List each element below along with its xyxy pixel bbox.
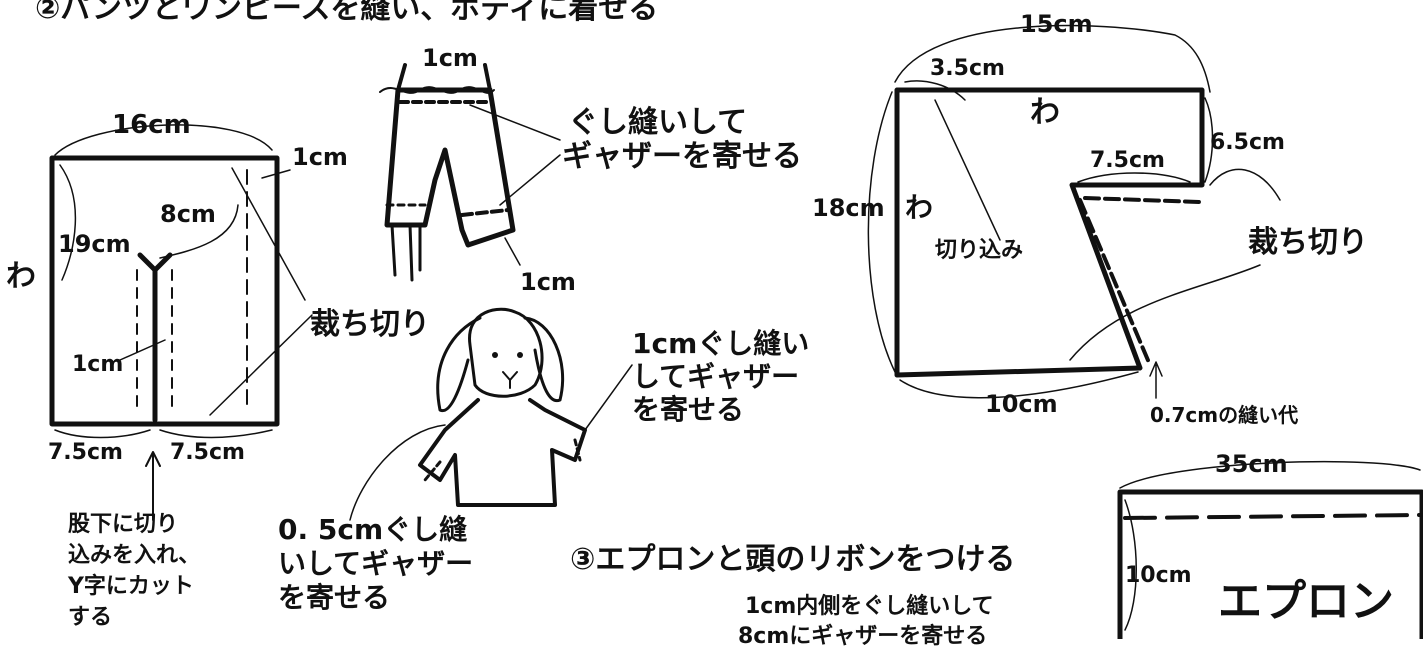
step2-title: ②パンツとワンピースを縫い、ボディに着せる	[35, 0, 659, 26]
dress-fold-side-label: わ	[905, 191, 934, 224]
sewn-pants-drawing	[379, 63, 561, 282]
dress-inner-label: 7.5cm	[1090, 148, 1165, 173]
pants-bottom-right-label: 7.5cm	[170, 440, 245, 465]
sleeve-note-line3: を寄せる	[632, 393, 745, 426]
pants-seam-label: 1cm	[292, 143, 348, 171]
apron-drawing	[1117, 461, 1423, 639]
y-cut-note-line4: する	[68, 605, 113, 630]
pants-waist-label: 1cm	[422, 44, 478, 72]
dress-height-label: 18cm	[812, 194, 885, 222]
y-cut-note-line1: 股下に切り	[68, 512, 179, 537]
pants-hem-label: 1cm	[520, 268, 576, 296]
sleeve-note-line2: してギャザー	[632, 360, 800, 393]
seam-allowance-label: 0.7cmの縫い代	[1150, 403, 1299, 427]
dress-bottom-label: 10cm	[985, 390, 1058, 418]
pants-length-label: 19cm	[58, 230, 131, 258]
gather-note-line2: ギャザーを寄せる	[562, 139, 802, 174]
pants-fold-label: わ	[6, 259, 36, 294]
dress-cut-off-label: 裁ち切り	[1248, 225, 1368, 260]
gather-note-line1: ぐし縫いして	[568, 105, 748, 140]
apron-width-label: 35cm	[1215, 450, 1288, 478]
dress-side-label: 6.5cm	[1210, 130, 1285, 155]
apron-height-label: 10cm	[1125, 563, 1192, 588]
dress-width-label: 15cm	[1020, 10, 1093, 38]
step3-title: ③エプロンと頭のリボンをつける	[570, 542, 1016, 577]
y-cut-note-line3: Y字にカット	[68, 574, 194, 599]
apron-note-line1: 1cm内側をぐし縫いして	[745, 594, 994, 619]
neck-note-line3: を寄せる	[278, 581, 391, 614]
bunny-body-drawing	[349, 307, 633, 521]
pants-pattern-drawing	[49, 124, 313, 521]
neck-note-line2: いしてギャザー	[278, 547, 474, 580]
pants-crotch-label: 8cm	[160, 200, 216, 228]
dress-neck-label: 3.5cm	[930, 56, 1005, 81]
pants-width-label: 16cm	[112, 110, 191, 140]
apron-label: エプロン	[1218, 576, 1394, 627]
pants-inner-seam-label: 1cm	[72, 352, 124, 377]
dress-pattern-drawing	[867, 24, 1281, 399]
y-cut-note-line2: 込みを入れ、	[68, 543, 201, 568]
apron-note-line2: 8cmにギャザーを寄せる	[738, 624, 988, 649]
sleeve-note-line1: 1cmぐし縫い	[632, 327, 810, 360]
pants-bottom-left-label: 7.5cm	[48, 440, 123, 465]
dress-fold-top-label: わ	[1030, 95, 1060, 130]
dress-slit-label: 切り込み	[935, 238, 1024, 263]
pants-cut-off-label: 裁ち切り	[310, 307, 430, 342]
neck-note-line1: 0. 5cmぐし縫	[278, 513, 468, 546]
